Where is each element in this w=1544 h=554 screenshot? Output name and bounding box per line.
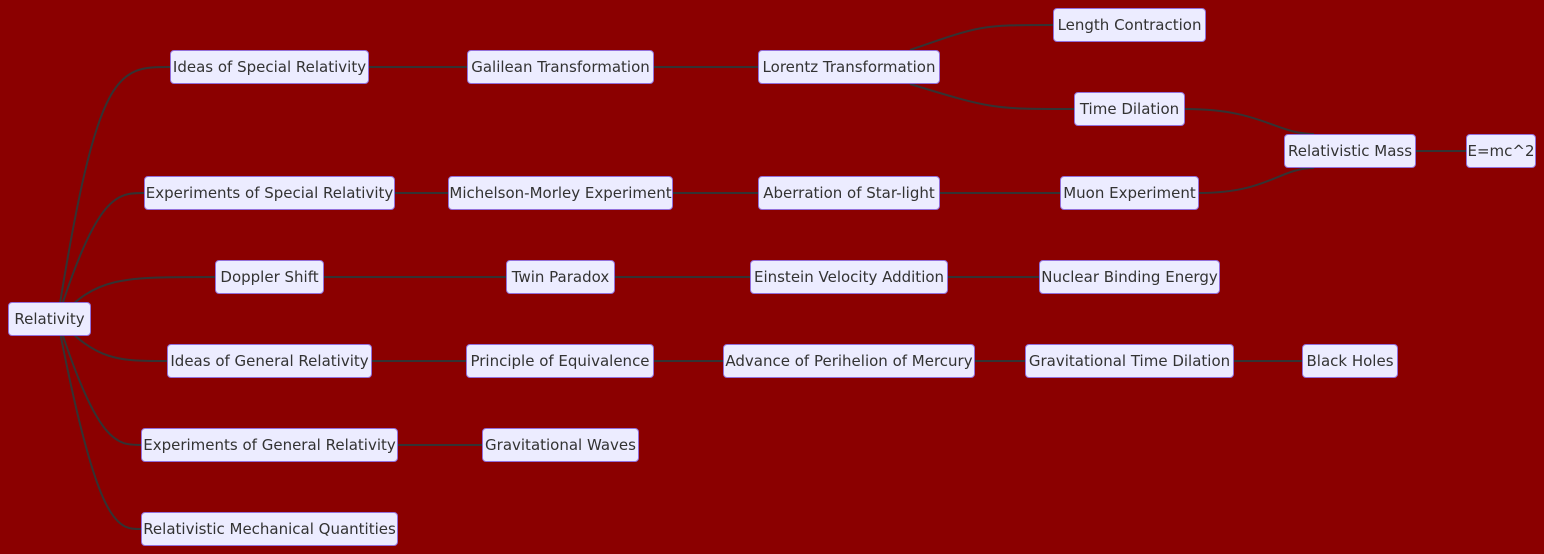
node-michelson-morley-experiment[interactable]: Michelson-Morley Experiment bbox=[448, 176, 673, 210]
node-doppler-shift[interactable]: Doppler Shift bbox=[215, 260, 324, 294]
node-muon-experiment[interactable]: Muon Experiment bbox=[1060, 176, 1199, 210]
node-experiments-of-general-relativity[interactable]: Experiments of General Relativity bbox=[141, 428, 398, 462]
node-ideas-of-special-relativity[interactable]: Ideas of Special Relativity bbox=[170, 50, 369, 84]
node-gravitational-waves[interactable]: Gravitational Waves bbox=[482, 428, 639, 462]
node-relativistic-mechanical-quantities[interactable]: Relativistic Mechanical Quantities bbox=[141, 512, 398, 546]
node-twin-paradox[interactable]: Twin Paradox bbox=[506, 260, 615, 294]
node-gravitational-time-dilation[interactable]: Gravitational Time Dilation bbox=[1025, 344, 1234, 378]
edge-relativity-experiments_general bbox=[56, 318, 142, 446]
node-advance-of-perihelion-of-mercury[interactable]: Advance of Perihelion of Mercury bbox=[723, 344, 975, 378]
node-einstein-velocity-addition[interactable]: Einstein Velocity Addition bbox=[750, 260, 948, 294]
node-aberration-of-star-light[interactable]: Aberration of Star-light bbox=[758, 176, 940, 210]
node-ideas-of-general-relativity[interactable]: Ideas of General Relativity bbox=[167, 344, 372, 378]
node-relativity[interactable]: Relativity bbox=[8, 302, 91, 336]
node-galilean-transformation[interactable]: Galilean Transformation bbox=[467, 50, 654, 84]
edge-relativity-ideas_special bbox=[56, 66, 171, 320]
edge-time_dilation-relativistic_mass bbox=[1184, 108, 1315, 135]
edge-relativity-mechanical_quantities bbox=[56, 318, 142, 530]
node-lorentz-transformation[interactable]: Lorentz Transformation bbox=[758, 50, 940, 84]
node-nuclear-binding-energy[interactable]: Nuclear Binding Energy bbox=[1039, 260, 1220, 294]
node-experiments-of-special-relativity[interactable]: Experiments of Special Relativity bbox=[144, 176, 395, 210]
edge-muon-relativistic_mass bbox=[1198, 167, 1315, 194]
edge-lorentz-time_dilation bbox=[909, 83, 1075, 110]
node-length-contraction[interactable]: Length Contraction bbox=[1053, 8, 1206, 42]
node-black-holes[interactable]: Black Holes bbox=[1302, 344, 1398, 378]
node-principle-of-equivalence[interactable]: Principle of Equivalence bbox=[466, 344, 654, 378]
node-emc2[interactable]: E=mc^2 bbox=[1466, 134, 1536, 168]
node-relativistic-mass[interactable]: Relativistic Mass bbox=[1284, 134, 1416, 168]
node-time-dilation[interactable]: Time Dilation bbox=[1074, 92, 1185, 126]
edge-lorentz-length_contraction bbox=[909, 24, 1054, 51]
edge-relativity-experiments_special bbox=[56, 192, 145, 320]
